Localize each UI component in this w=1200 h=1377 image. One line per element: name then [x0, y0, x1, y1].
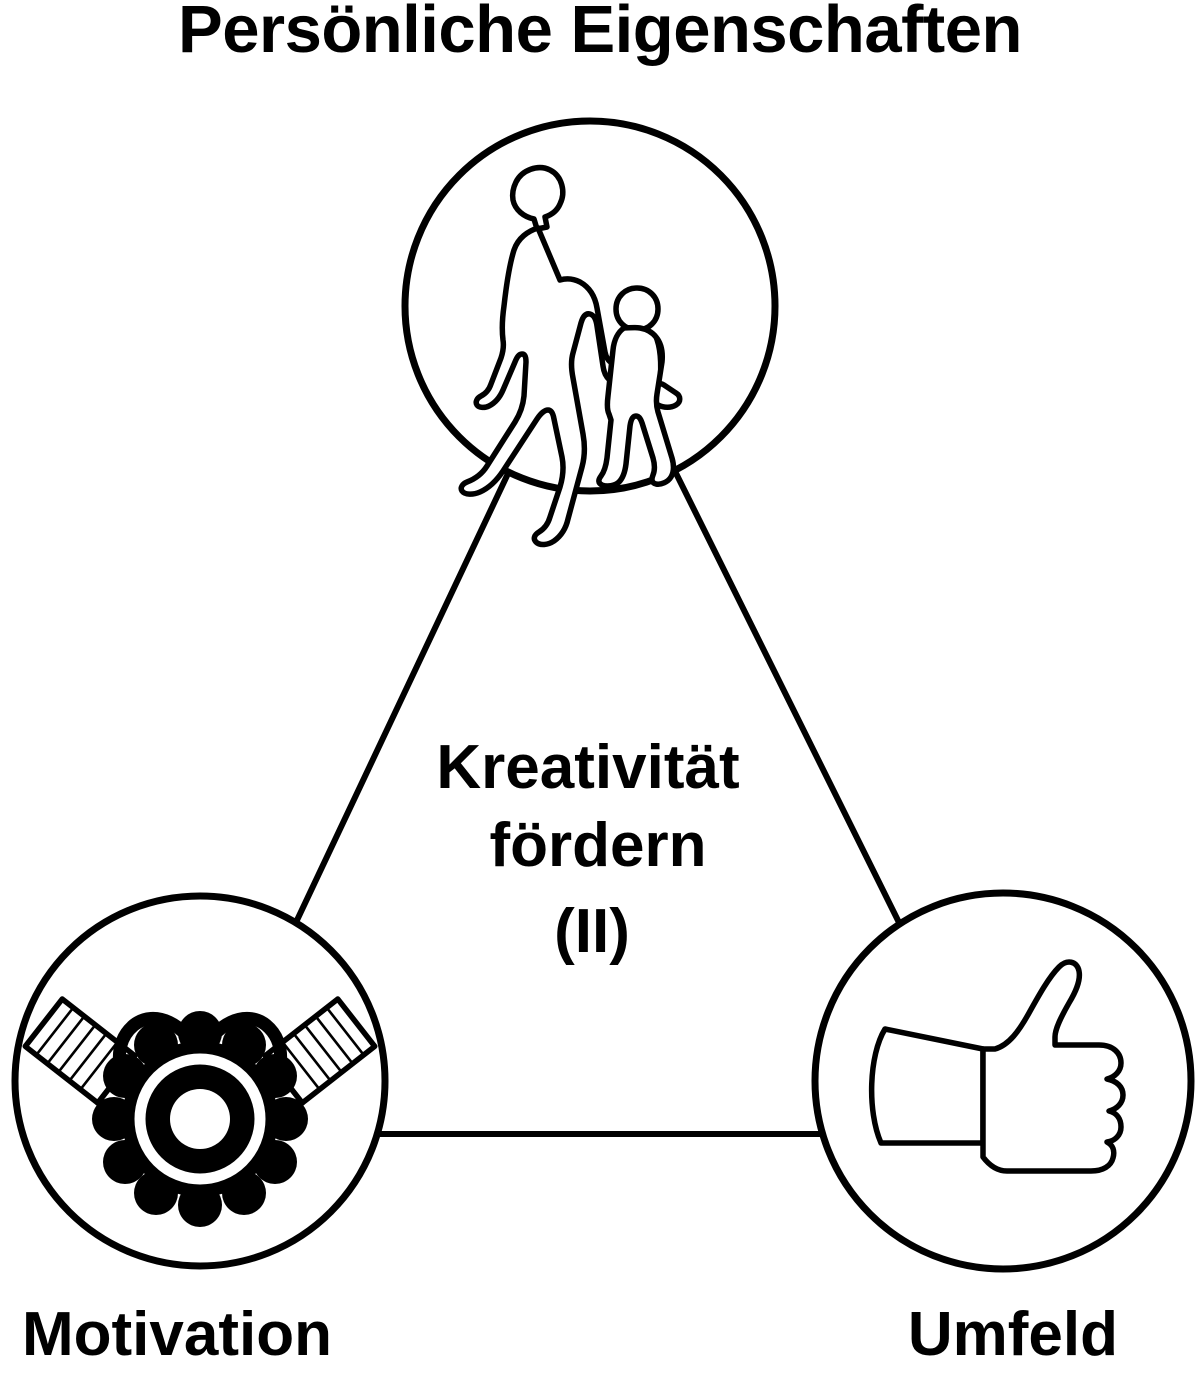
gear-with-heart-and-pistons-icon — [22, 996, 378, 1227]
gear-icon — [92, 1011, 308, 1227]
piston-left-ring-2 — [46, 1014, 86, 1065]
piston-left-ring-5 — [79, 1040, 119, 1091]
center-label-line-3: (II) — [554, 897, 630, 966]
diagram-title: Persönliche Eigenschaften — [178, 0, 1022, 67]
piston-right-ring-4 — [292, 1032, 332, 1083]
adult-body — [458, 225, 683, 548]
gear-hub-hole — [170, 1089, 230, 1149]
center-label-line-1: Kreativität — [436, 733, 739, 802]
node-label-umfeld: Umfeld — [908, 1300, 1118, 1369]
node-label-motivation: Motivation — [22, 1300, 332, 1369]
gear-inner-ring — [134, 1053, 266, 1185]
thumbs-up-sleeve — [868, 1026, 986, 1146]
piston-right-ring-5 — [281, 1040, 321, 1091]
node-motivation[interactable] — [11, 892, 389, 1270]
piston-left-ring-3 — [57, 1023, 97, 1074]
adult-walking-with-child-icon — [458, 164, 683, 548]
node-umfeld[interactable] — [811, 889, 1195, 1273]
piston-left-ring-4 — [68, 1032, 108, 1083]
node-persoenliche-eigenschaften[interactable] — [401, 117, 779, 548]
piston-right-ring-2 — [314, 1014, 354, 1065]
thumbs-up-icon — [868, 959, 1126, 1174]
central-triangle — [191, 293, 1009, 1137]
piston-right-ring-1 — [325, 1006, 365, 1057]
piston-left-ring-1 — [35, 1006, 75, 1057]
center-label-line-2: fördern — [490, 811, 707, 880]
adult-head — [509, 164, 566, 232]
thumbs-up-hand — [980, 959, 1126, 1174]
child-head — [613, 285, 661, 333]
child-body — [596, 324, 677, 489]
piston-right-ring-3 — [303, 1023, 343, 1074]
child-arm — [650, 330, 661, 378]
